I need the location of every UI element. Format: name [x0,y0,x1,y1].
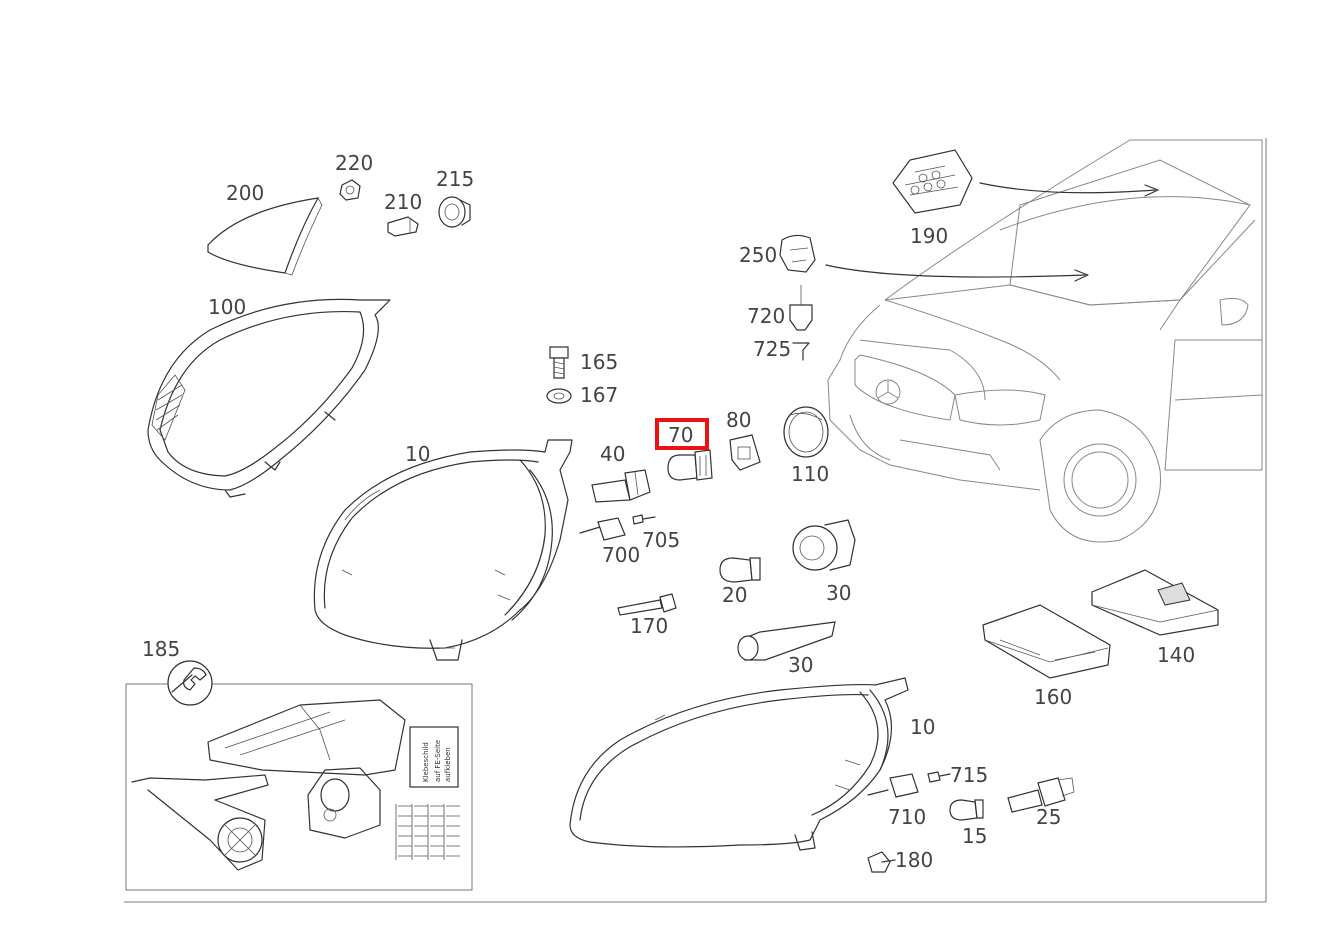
label-20: 20 [722,583,747,607]
part-25-bulb[interactable] [1007,777,1075,813]
label-70: 70 [668,423,693,447]
label-250: 250 [739,243,777,267]
sticker-title: Klebeschild [422,742,430,782]
screw-set [395,804,460,860]
label-165: 165 [580,350,618,374]
label-10-upper: 10 [405,442,430,466]
part-710-connector[interactable] [889,773,919,798]
label-100: 100 [208,295,246,319]
part-180-screw[interactable] [867,851,896,873]
label-200: 200 [226,181,264,205]
label-180: 180 [895,848,933,872]
part-210-bulb[interactable] [387,216,419,237]
part-190-light-module[interactable] [892,149,973,214]
label-110: 110 [791,462,829,486]
part-40-bulb[interactable] [591,469,651,503]
part-100-housing-frame[interactable] [147,298,391,498]
part-80-bracket[interactable] [729,434,761,471]
part-167-washer[interactable] [546,388,572,404]
label-215: 215 [436,167,474,191]
label-170: 170 [630,614,668,638]
label-720: 720 [747,304,785,328]
part-160-control-unit[interactable] [982,604,1111,679]
part-220-nut[interactable] [339,179,361,201]
label-210: 210 [384,190,422,214]
label-80: 80 [726,408,751,432]
part-200-cover[interactable] [207,197,323,276]
part-10-headlamp-lower[interactable] [569,677,909,851]
label-710: 710 [888,805,926,829]
label-190: 190 [910,224,948,248]
sticker-line-1: auf FE-Seite [434,740,442,782]
label-185: 185 [142,637,180,661]
part-185-kit[interactable]: Klebeschild auf FE-Seite aufkleben [125,660,473,891]
part-10-headlamp-upper[interactable] [313,439,601,661]
part-170-screw[interactable] [617,593,677,616]
part-20-bulb[interactable] [719,557,761,583]
label-700: 700 [602,543,640,567]
vehicle-illustration [827,139,1263,543]
label-30-upper: 30 [826,581,851,605]
part-110-cap[interactable] [783,406,829,458]
highlight-box-70 [655,418,709,450]
label-705: 705 [642,528,680,552]
label-15: 15 [962,824,987,848]
label-30-lower: 30 [788,653,813,677]
part-30-socket-upper[interactable] [792,519,856,571]
label-140: 140 [1157,643,1195,667]
label-725: 725 [753,337,791,361]
part-165-bolt[interactable] [549,346,569,379]
part-725-pin[interactable] [792,342,810,361]
part-720-connector[interactable] [789,285,813,331]
label-40: 40 [600,442,625,466]
arrow-icon [979,182,1156,194]
part-700-connector[interactable] [597,517,626,541]
label-167: 167 [580,383,618,407]
part-15-bulb[interactable] [949,799,984,821]
sticker-label-box [409,726,459,788]
label-220: 220 [335,151,373,175]
label-25: 25 [1036,805,1061,829]
part-70-bulb[interactable] [667,449,713,481]
wrench-icon [167,660,213,706]
part-250-sensor[interactable] [779,234,816,273]
part-715-pin[interactable] [927,771,951,783]
part-215-bulb-socket[interactable] [438,196,471,228]
sticker-line-2: aufkleben [444,747,452,782]
part-140-control-unit[interactable] [1091,569,1219,636]
label-715: 715 [950,763,988,787]
label-10-lower: 10 [910,715,935,739]
part-30-socket-lower[interactable] [737,621,836,661]
label-160: 160 [1034,685,1072,709]
arrow-icon [825,264,1086,278]
part-705-pin[interactable] [632,514,656,525]
